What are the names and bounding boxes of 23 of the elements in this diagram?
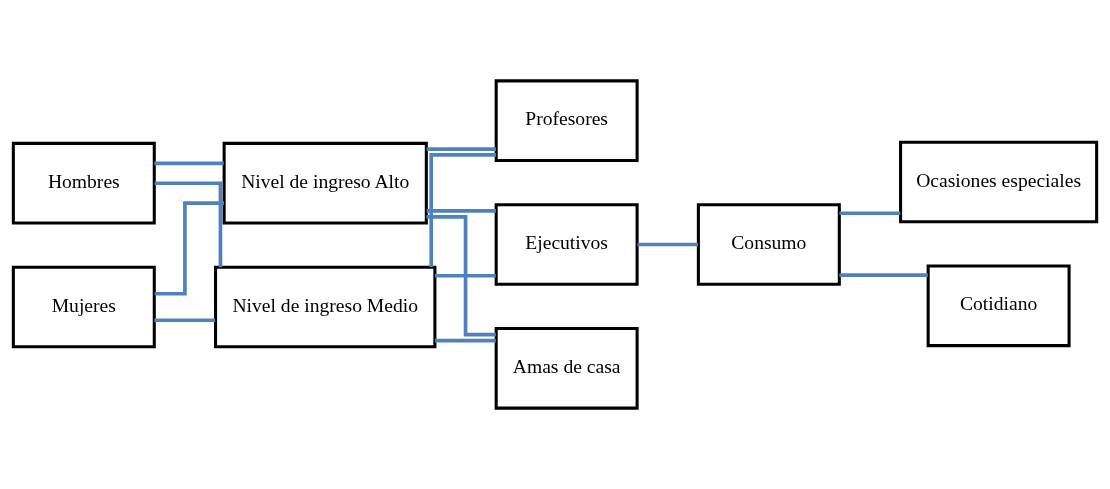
connector [435, 338, 496, 343]
connector [154, 181, 223, 268]
node-box: Nivel de ingreso Alto [222, 141, 428, 225]
node-box: Consumo [696, 203, 841, 286]
connector [839, 211, 901, 216]
connector [426, 208, 496, 213]
connector [154, 201, 224, 296]
connector [839, 273, 928, 277]
connector [426, 147, 496, 151]
node-box: Mujeres [11, 265, 156, 349]
node-box: Amas de casa [494, 326, 639, 410]
node-box: Ocasiones especiales [899, 140, 1099, 224]
connector [435, 273, 496, 278]
node-box: Nivel de ingreso Medio [214, 265, 437, 349]
connector [154, 161, 224, 166]
connector [637, 242, 699, 247]
connector [426, 215, 496, 337]
node-box: Ejecutivos [494, 203, 639, 286]
connector [154, 318, 216, 323]
node-box: Profesores [494, 79, 639, 163]
connector [429, 153, 497, 267]
node-box: Hombres [11, 141, 156, 225]
node-box: Cotidiano [926, 264, 1071, 348]
